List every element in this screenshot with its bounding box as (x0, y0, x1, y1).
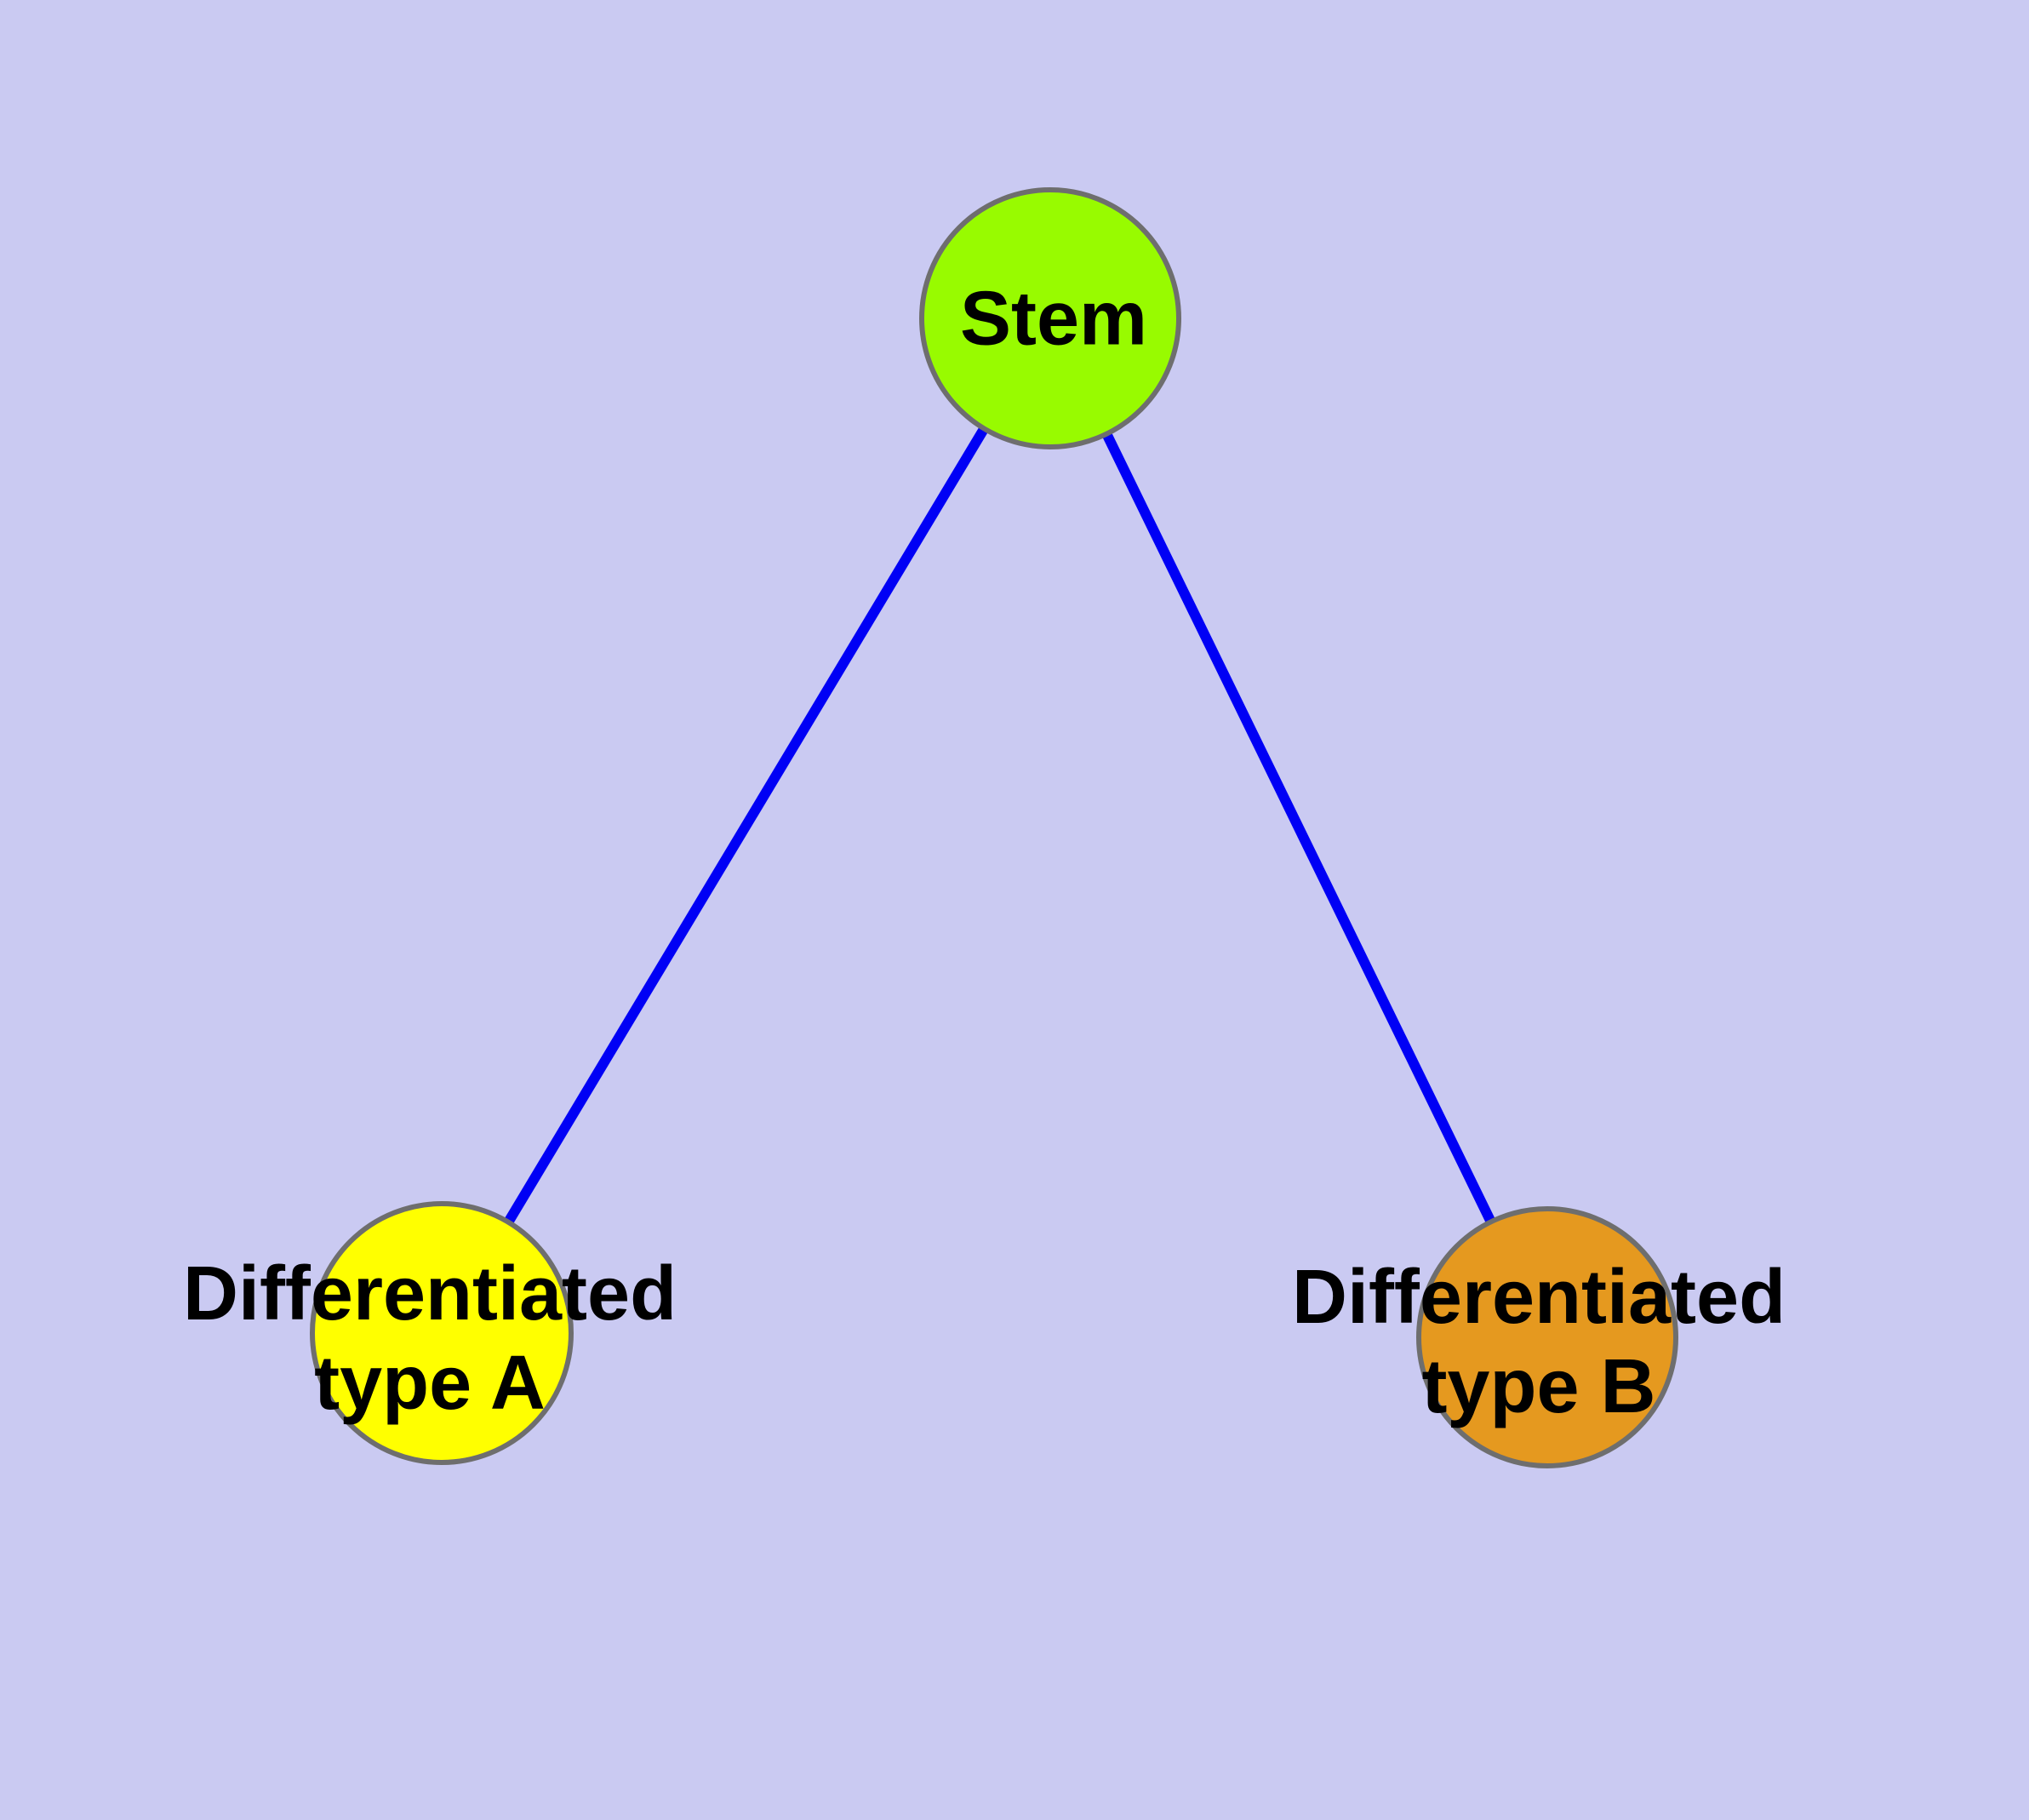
node-stem-circle (919, 187, 1181, 449)
node-type-a-circle (310, 1201, 574, 1465)
edge-stem-to-type-b (1045, 316, 1552, 1340)
edge-stem-to-type-a (437, 315, 1055, 1336)
node-type-b-circle (1416, 1206, 1678, 1468)
